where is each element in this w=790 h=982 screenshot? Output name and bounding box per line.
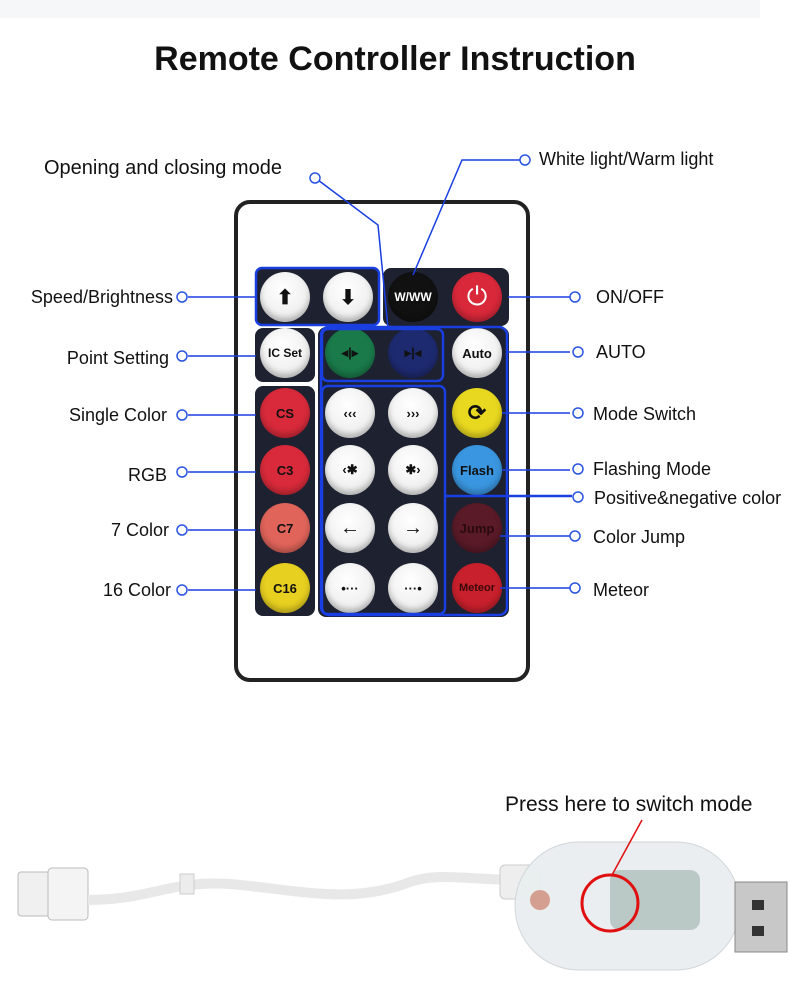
usb-hole-icon: [752, 926, 764, 936]
label-press-switch: Press here to switch mode: [505, 793, 753, 816]
label-white-warm: White light/Warm light: [539, 149, 714, 169]
flash-button[interactable]: Flash: [452, 445, 502, 495]
label-point-setting: Point Setting: [66, 348, 169, 368]
top-bar: [0, 0, 760, 18]
meteor-button[interactable]: Meteor: [452, 563, 502, 613]
usb-hole-icon: [752, 900, 764, 910]
down-button[interactable]: ⬇: [323, 272, 373, 322]
label-auto: AUTO: [596, 342, 646, 362]
up-button[interactable]: ⬆: [260, 272, 310, 322]
opening-mode-button[interactable]: ◂|▸: [325, 328, 375, 378]
dir-right-star-button[interactable]: ✱›: [388, 445, 438, 495]
closing-mode-button[interactable]: ▸|◂: [388, 328, 438, 378]
dir-right-fast-button[interactable]: ›››: [388, 388, 438, 438]
cs-button[interactable]: CS: [260, 388, 310, 438]
label-color-jump: Color Jump: [593, 527, 686, 547]
c3-button[interactable]: C3: [260, 445, 310, 495]
label-opening-closing: Opening and closing mode: [44, 157, 282, 179]
label-mode-switch: Mode Switch: [593, 404, 697, 424]
dot-right-button[interactable]: ···•: [388, 563, 438, 613]
c16-button[interactable]: C16: [260, 563, 310, 613]
label-16-color: 16 Color: [102, 580, 171, 600]
label-positive-negative: Positive&negative color: [594, 488, 782, 508]
label-meteor: Meteor: [593, 580, 650, 600]
cable-sleeve: [179, 873, 195, 895]
label-flashing-mode: Flashing Mode: [593, 459, 712, 479]
right-arrow-button[interactable]: →: [388, 503, 438, 553]
jst-connector: [17, 867, 89, 921]
jump-button[interactable]: Jump: [452, 503, 502, 553]
c7-button[interactable]: C7: [260, 503, 310, 553]
usb-plug: [734, 881, 788, 953]
left-arrow-button[interactable]: ←: [325, 503, 375, 553]
pointer-line: [611, 819, 643, 876]
white-warm-button[interactable]: W/WW: [388, 272, 438, 322]
label-on-off: ON/OFF: [596, 287, 664, 307]
switch-button-highlight[interactable]: [580, 873, 640, 933]
dir-left-fast-button[interactable]: ‹‹‹: [325, 388, 375, 438]
label-speed-brightness: Speed/Brightness: [30, 287, 173, 307]
page-title: Remote Controller Instruction: [154, 40, 636, 78]
ic-set-button[interactable]: IC Set: [260, 328, 310, 378]
power-button[interactable]: ⏻: [452, 272, 502, 322]
dot-left-button[interactable]: •···: [325, 563, 375, 613]
label-7-color: 7 Color: [110, 520, 169, 540]
cable: [87, 871, 521, 905]
label-rgb: RGB: [127, 465, 167, 485]
mode-switch-button[interactable]: ⟳: [452, 388, 502, 438]
led: [530, 890, 550, 910]
label-single-color: Single Color: [68, 405, 167, 425]
auto-button[interactable]: Auto: [452, 328, 502, 378]
dir-left-star-button[interactable]: ‹✱: [325, 445, 375, 495]
